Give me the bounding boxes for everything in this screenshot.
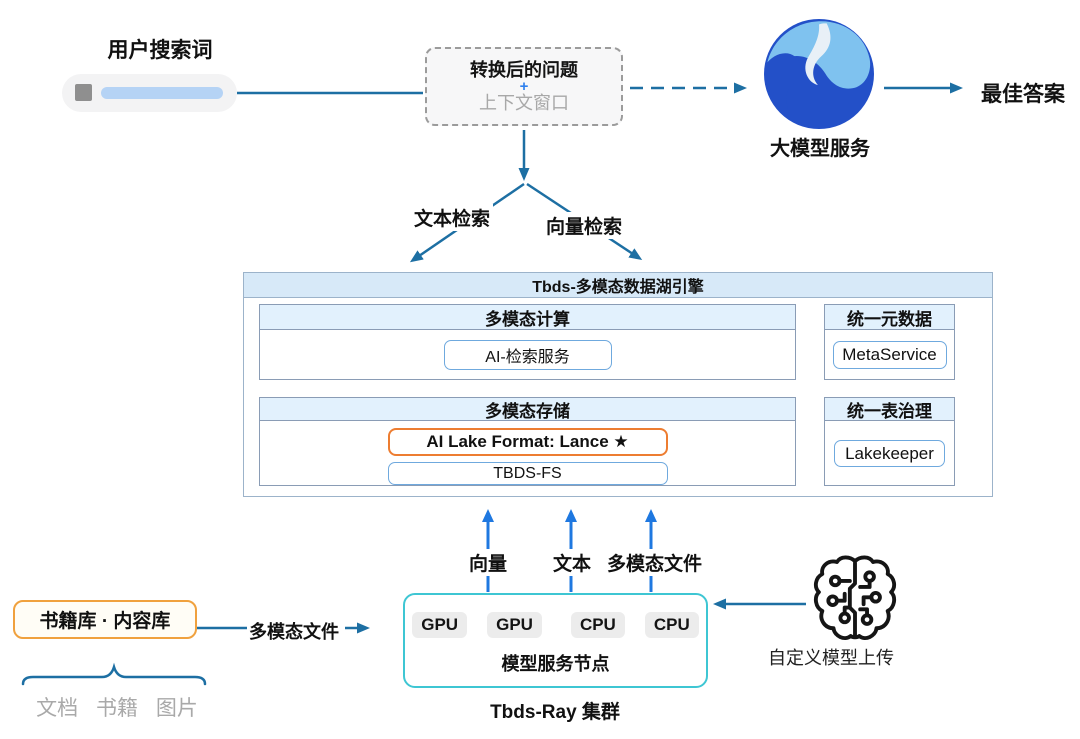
model-service-node-label: 模型服务节点	[501, 654, 610, 674]
text-flow-label: 文本	[550, 549, 595, 576]
tbds-fs-pill: TBDS-FS	[387, 462, 668, 485]
vector-retrieval-label: 向量检索	[543, 212, 626, 239]
compute-box: 多模态计算 AI-检索服务	[259, 304, 796, 380]
library-box: 书籍库 · 内容库	[13, 600, 197, 639]
gpu-chip: GPU	[487, 612, 542, 638]
metaservice-pill: MetaService	[832, 341, 947, 369]
lakekeeper-pill: Lakekeeper	[834, 440, 945, 467]
llm-service-label: 大模型服务	[770, 138, 870, 160]
gpu-chip: GPU	[412, 612, 468, 638]
search-square-icon	[75, 84, 92, 101]
compute-title: 多模态计算	[260, 305, 795, 330]
metadata-box: 统一元数据 MetaService	[824, 304, 955, 380]
search-text-bar-icon	[101, 87, 223, 99]
brace-icon	[21, 662, 207, 686]
governance-box: 统一表治理 Lakekeeper	[824, 397, 955, 486]
ai-retrieval-service-pill: AI-检索服务	[443, 340, 612, 370]
storage-box: 多模态存储 AI Lake Format: Lance ★ TBDS-FS	[259, 397, 796, 486]
search-bar-icon	[62, 74, 237, 112]
ray-cluster-label: Tbds-Ray 集群	[490, 702, 620, 723]
cpu-chip: CPU	[570, 612, 625, 638]
chip-row: GPU GPU CPU CPU	[405, 612, 706, 638]
vector-flow-label: 向量	[466, 549, 511, 576]
cpu-chip: CPU	[644, 612, 699, 638]
context-window-label: 上下文窗口	[479, 93, 569, 113]
search-title: 用户搜索词	[107, 39, 213, 62]
governance-title: 统一表治理	[825, 398, 954, 421]
best-answer-label: 最佳答案	[981, 83, 1065, 106]
multimodal-file-label: 多模态文件	[249, 618, 339, 644]
custom-model-upload-label: 自定义模型上传	[768, 648, 894, 668]
multimodal-flow-label: 多模态文件	[604, 549, 706, 576]
brain-circuit-icon	[813, 555, 897, 640]
metadata-title: 统一元数据	[825, 305, 954, 330]
transformed-question-box: 转换后的问题 + 上下文窗口	[425, 47, 623, 126]
lake-engine-title: Tbds-多模态数据湖引擎	[244, 273, 992, 298]
storage-title: 多模态存储	[260, 398, 795, 421]
llm-logo-icon	[764, 19, 874, 129]
model-service-node-box: GPU GPU CPU CPU 模型服务节点	[403, 593, 708, 688]
lance-format-pill: AI Lake Format: Lance ★	[387, 428, 668, 456]
source-types-label: 文档 书籍 图片	[36, 697, 198, 720]
transformed-question-label: 转换后的问题	[470, 60, 578, 80]
plus-sign: +	[519, 78, 529, 95]
text-retrieval-label: 文本检索	[411, 204, 494, 231]
lake-engine-box: Tbds-多模态数据湖引擎 多模态计算 AI-检索服务 统一元数据 MetaSe…	[243, 272, 993, 497]
